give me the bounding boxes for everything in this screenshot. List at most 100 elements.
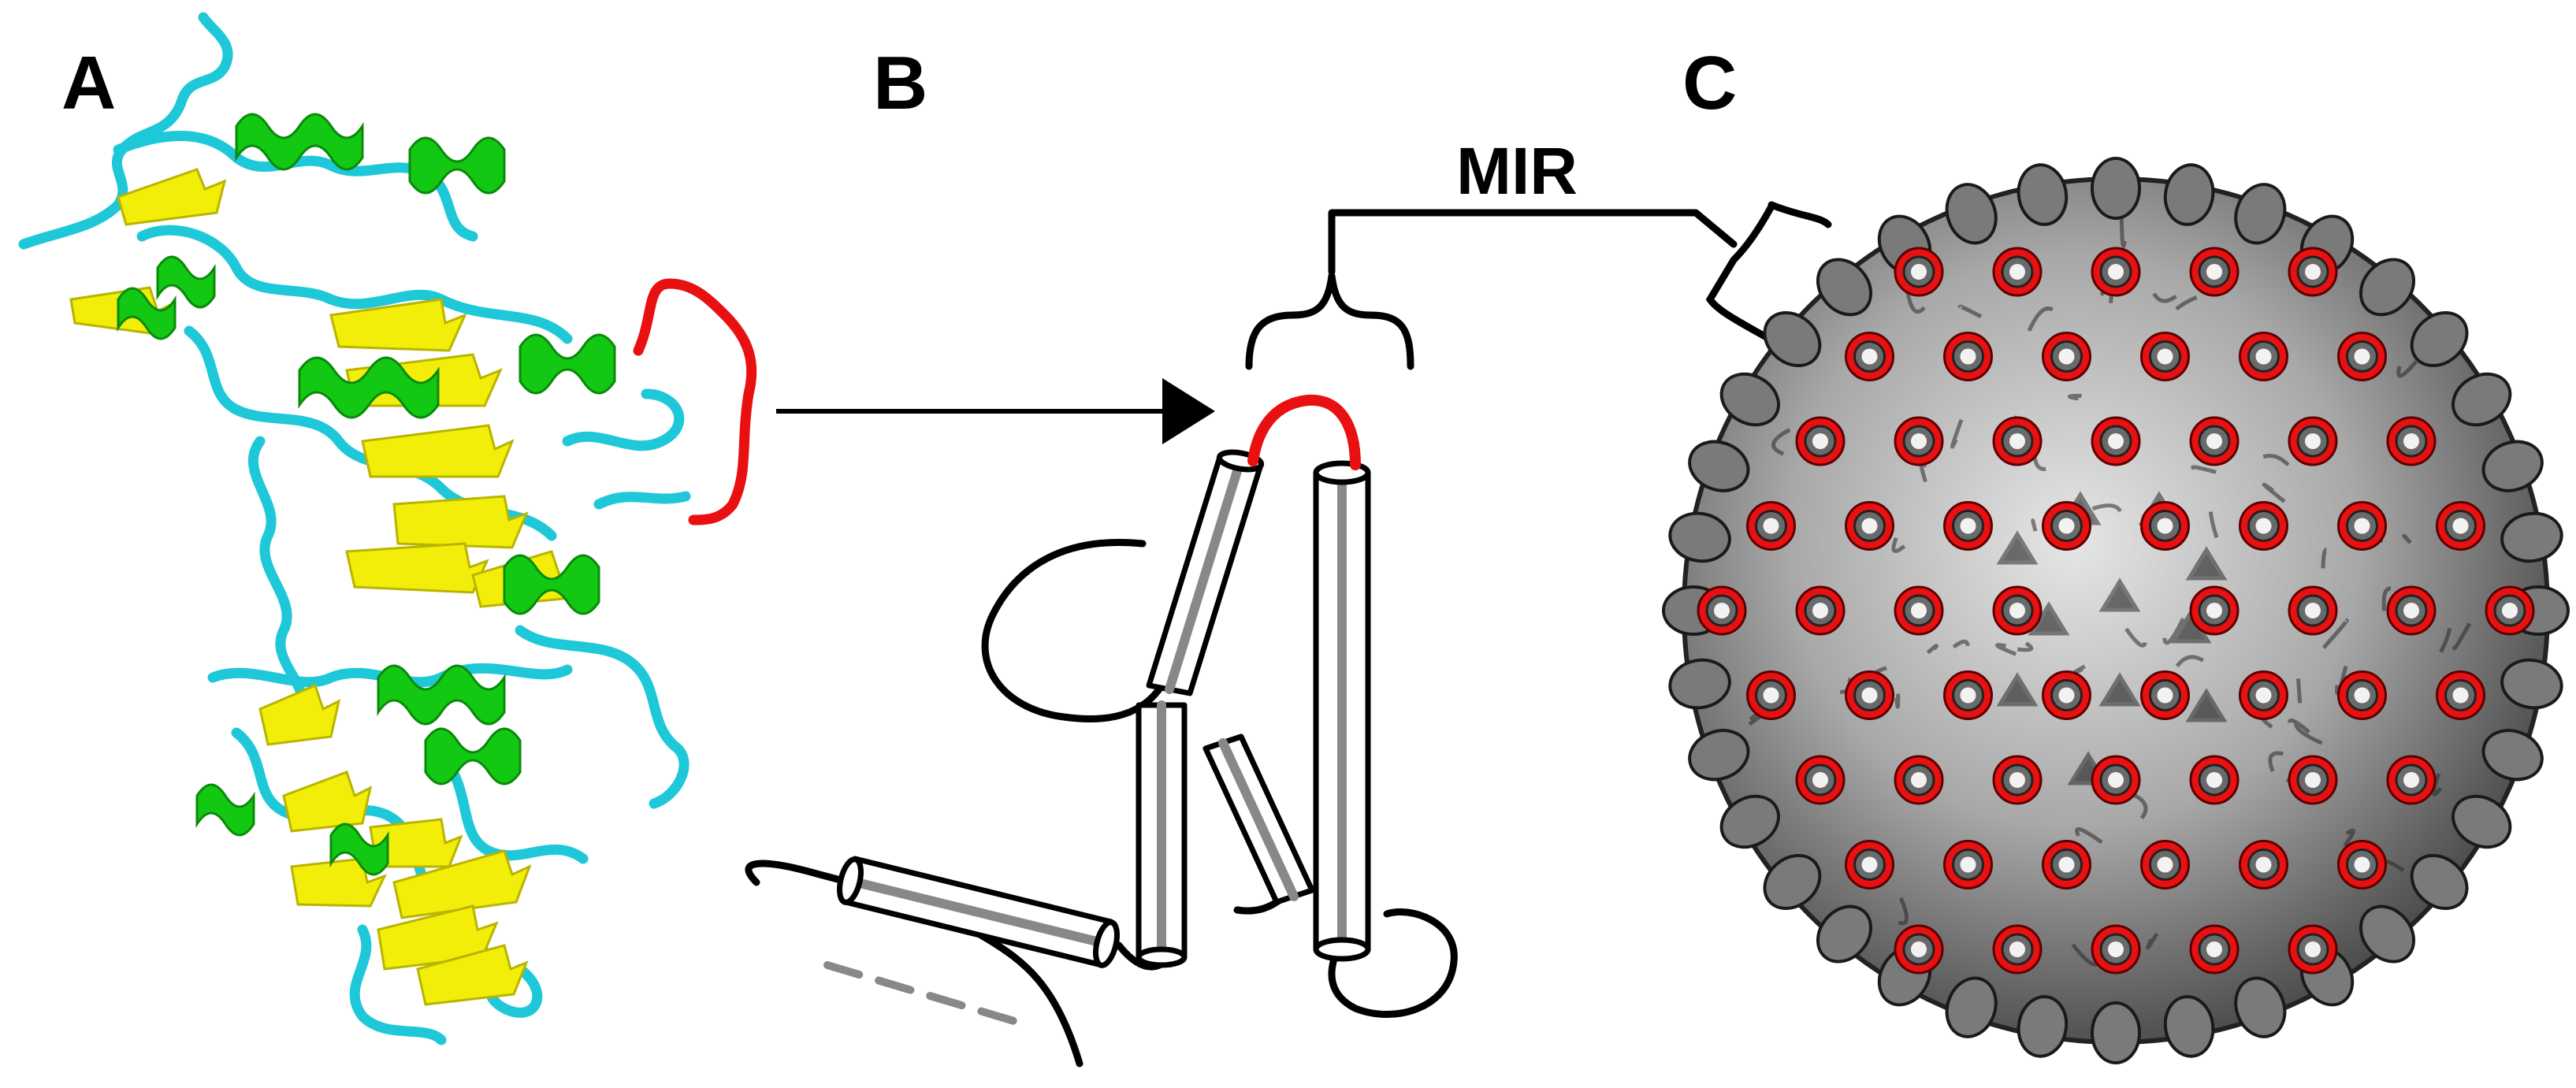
surface-texture (2124, 627, 2147, 648)
surface-texture (2321, 618, 2349, 649)
mir-marker (2288, 247, 2338, 297)
surface-texture (2343, 828, 2355, 848)
mir-marker (2189, 416, 2240, 466)
mir-marker (2140, 332, 2190, 381)
surface-spike (2451, 372, 2512, 427)
mir-marker (2189, 924, 2240, 975)
surface-spike (1945, 976, 1998, 1038)
helix-cylinder-4 (1313, 460, 1371, 962)
surface-texture (2071, 943, 2098, 967)
mir-marker (2091, 416, 2141, 466)
surface-texture (1898, 897, 1909, 926)
surface-texture (2262, 482, 2286, 503)
surface-texture (2296, 678, 2303, 704)
surface-spike (2410, 853, 2469, 911)
surface-texture (2432, 773, 2443, 797)
surface-texture (1995, 643, 2017, 656)
surface-texture (2381, 586, 2392, 611)
surface-spike (2163, 995, 2215, 1058)
mir-marker (2239, 840, 2288, 889)
surface-texture (2146, 932, 2159, 950)
surface-texture (2017, 641, 2034, 652)
surface-texture (2152, 292, 2177, 303)
mir-marker (1894, 755, 1944, 805)
right-arrow-icon (776, 378, 1215, 444)
mir-marker (1894, 585, 1944, 636)
mir-marker (2239, 501, 2288, 551)
surface-spike (2451, 794, 2512, 849)
topology-schematic (745, 209, 1738, 1068)
mir-loop-schematic (1247, 394, 1361, 470)
mir-marker (2337, 332, 2387, 381)
surface-spike (2234, 976, 2287, 1038)
surface-spike (2481, 440, 2544, 492)
mir-label: MIR (1456, 134, 1578, 208)
mir-marker (2189, 755, 2240, 805)
surface-texture (2268, 751, 2284, 772)
surface-texture (2288, 719, 2310, 734)
surface-pit (2185, 688, 2228, 722)
mir-marker (2091, 755, 2141, 805)
surface-pit (2185, 546, 2228, 581)
surface-spike (2359, 258, 2416, 317)
surface-spike (2017, 163, 2069, 226)
surface-texture (1771, 428, 1791, 456)
surface-spike (2091, 157, 2141, 220)
panel-label-b: B (873, 41, 928, 125)
mir-marker (1992, 924, 2043, 975)
mir-marker (2288, 585, 2338, 636)
mir-marker (1845, 501, 1894, 551)
mir-marker (2042, 332, 2091, 381)
mir-marker (1943, 332, 1993, 381)
surface-spike (2017, 995, 2069, 1058)
mir-marker (1746, 501, 1796, 551)
surface-texture (2067, 393, 2082, 401)
mir-marker (1992, 247, 2043, 297)
mir-marker (1943, 840, 1993, 889)
helix-cylinder-3 (1203, 733, 1315, 905)
mir-loop (633, 278, 757, 525)
surface-spike (2359, 904, 2416, 964)
mir-marker (2436, 670, 2485, 720)
mir-marker (2140, 670, 2190, 720)
surface-spike (2500, 658, 2563, 710)
mir-marker (2091, 247, 2141, 297)
mir-marker (2091, 924, 2141, 975)
surface-texture (2175, 655, 2205, 668)
surface-texture (2162, 617, 2185, 645)
surface-texture (1957, 304, 1983, 319)
mir-marker (2239, 332, 2288, 381)
surface-spike (1719, 794, 1780, 849)
surface-pit (2098, 577, 2141, 612)
surface-texture (2175, 295, 2198, 311)
surface-spike (2091, 1001, 2141, 1064)
surface-texture (2031, 518, 2038, 532)
surface-spike (1668, 658, 1731, 710)
surface-texture (2321, 548, 2328, 569)
mir-marker (1795, 585, 1846, 636)
surface-spike (1688, 729, 1750, 782)
mir-marker (1943, 501, 1993, 551)
protein-ribbon-structure (18, 12, 757, 1045)
surface-texture (2075, 827, 2103, 845)
mir-bracket-b (1245, 272, 1414, 370)
surface-texture (2396, 360, 2418, 378)
mir-marker (2288, 755, 2338, 805)
mir-marker (1795, 416, 1846, 466)
surface-spike (2234, 183, 2287, 245)
mir-marker (2337, 840, 2387, 889)
mir-marker (1992, 416, 2043, 466)
mir-marker (2288, 924, 2338, 975)
mir-marker (1795, 755, 1846, 805)
mir-marker (2239, 670, 2288, 720)
panel-label-c: C (1682, 41, 1738, 125)
surface-spike (1719, 372, 1780, 427)
mir-marker (1943, 670, 1993, 720)
surface-spike (2500, 511, 2563, 563)
surface-texture (1894, 693, 1901, 709)
surface-texture (2452, 622, 2472, 651)
surface-spike (1668, 511, 1731, 563)
surface-spike (1816, 904, 1873, 964)
surface-spike (1816, 258, 1873, 317)
surface-texture (2091, 503, 2122, 513)
